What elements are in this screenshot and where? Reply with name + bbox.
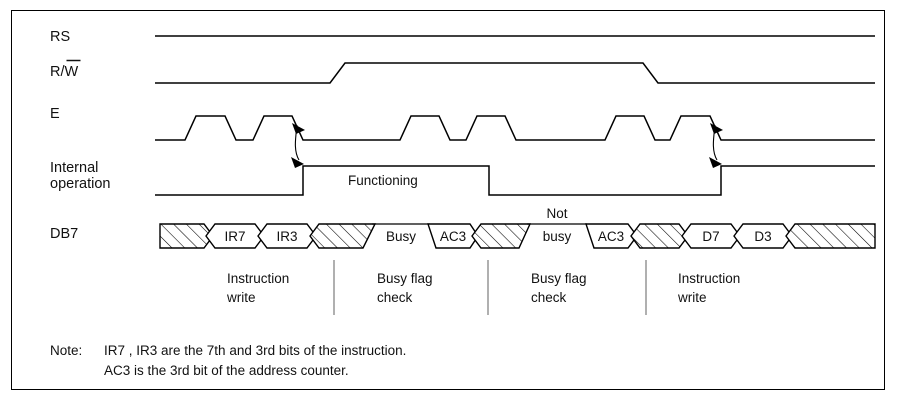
section-line2: write <box>226 290 256 305</box>
arrowhead-down-icon <box>709 157 722 168</box>
signal-label-rs: RS <box>50 29 70 45</box>
signal-label-group: RS R/W E Internal operation DB7 <box>50 29 110 242</box>
waveform-db7-bus: IR7 IR3 Busy AC3 Not busy AC3 <box>159 206 876 249</box>
bus-segment-label-ac3: AC3 <box>440 229 466 244</box>
bus-segment-hatched <box>309 223 377 249</box>
note-line-2: AC3 is the 3rd bit of the address counte… <box>104 363 349 378</box>
bus-segment-label-ac3: AC3 <box>598 229 624 244</box>
note-prefix: Note: <box>50 343 82 358</box>
signal-label-e: E <box>50 106 60 122</box>
trigger-arrow-group-1 <box>291 123 305 168</box>
functioning-label: Functioning <box>348 173 418 188</box>
section-line2: check <box>531 290 567 305</box>
bus-segment-read-data <box>585 223 638 249</box>
figure-border <box>11 10 885 390</box>
section-label-busy-flag-check-2: Busy flag check <box>531 271 587 305</box>
signal-label-internal-line1: Internal <box>50 160 98 176</box>
waveform-internal-operation: Functioning <box>155 165 875 196</box>
arrowhead-down-icon <box>710 123 723 134</box>
bus-segment-label-ir7: IR7 <box>224 229 245 244</box>
section-divider-group <box>333 260 647 315</box>
signal-label-internal-line2: operation <box>50 176 110 192</box>
waveform-rw <box>155 62 875 84</box>
section-line1: Instruction <box>678 271 740 286</box>
note-line-1: IR7 , IR3 are the 7th and 3rd bits of th… <box>104 343 406 358</box>
bus-segment-label-busy: Busy <box>386 229 416 244</box>
section-line1: Busy flag <box>377 271 433 286</box>
bus-segment-hatched <box>159 223 214 249</box>
bus-segment-hatched <box>471 223 532 249</box>
section-label-busy-flag-check-1: Busy flag check <box>377 271 433 305</box>
bus-segment-hatched <box>630 223 689 249</box>
section-line2: check <box>377 290 413 305</box>
signal-label-rw-text: R/W <box>50 64 79 80</box>
section-line2: write <box>677 290 707 305</box>
section-label-instruction-write-1: Instruction write <box>226 271 289 305</box>
waveform-e <box>155 115 875 141</box>
not-busy-label-line2: busy <box>543 229 572 244</box>
not-busy-label-line1: Not <box>546 206 567 221</box>
section-line1: Instruction <box>227 271 289 286</box>
bus-segment-label-d7: D7 <box>702 229 719 244</box>
section-label-instruction-write-2: Instruction write <box>677 271 740 305</box>
signal-label-db7: DB7 <box>50 226 78 242</box>
note-block: Note: IR7 , IR3 are the 7th and 3rd bits… <box>50 343 406 378</box>
arrowhead-down-icon <box>291 157 304 168</box>
signal-label-rw: R/W <box>50 59 81 80</box>
bus-segment-label-d3: D3 <box>754 229 771 244</box>
section-line1: Busy flag <box>531 271 587 286</box>
arrowhead-down-icon <box>292 123 305 134</box>
bus-segment-label-ir3: IR3 <box>276 229 297 244</box>
bus-segment-hatched <box>785 223 876 249</box>
signal-label-internal-operation: Internal operation <box>50 160 110 192</box>
trigger-arrow-group-2 <box>709 123 723 168</box>
bus-segment-read-data <box>427 223 479 249</box>
